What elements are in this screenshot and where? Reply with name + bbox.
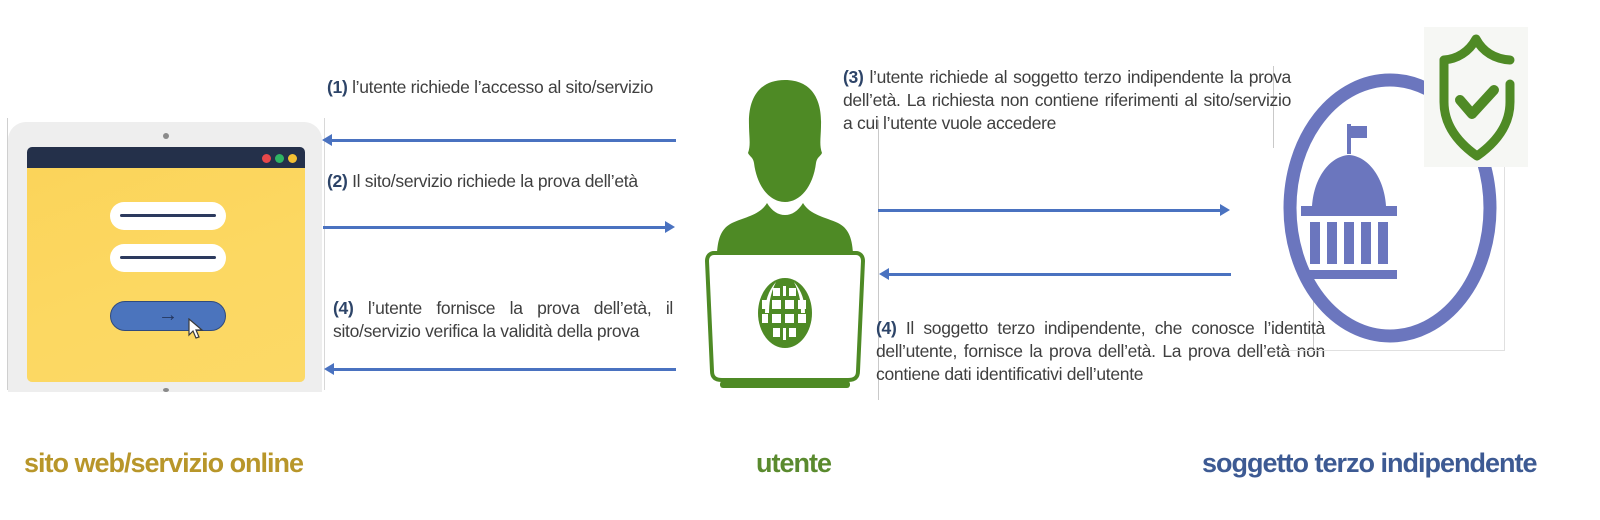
frame-line bbox=[1313, 300, 1314, 350]
frame-line bbox=[1273, 66, 1274, 148]
frame-line bbox=[324, 118, 325, 390]
step-4-website-text: (4) l’utente fornisce la prova dell’età,… bbox=[333, 297, 673, 343]
step-2-text: (2) Il sito/servizio richiede la prova d… bbox=[327, 170, 687, 193]
arrow-user-to-website bbox=[322, 134, 676, 146]
step-3-text: (3) l’utente richiede al soggetto terzo … bbox=[843, 66, 1291, 135]
step-number: (3) bbox=[843, 67, 864, 87]
browser-screen bbox=[27, 168, 305, 382]
window-dot-red-icon bbox=[262, 154, 271, 163]
website-label: sito web/servizio online bbox=[24, 448, 304, 478]
window-dot-green-icon bbox=[275, 154, 284, 163]
arrow-third-party-to-user bbox=[879, 268, 1231, 280]
browser-title-bar bbox=[27, 147, 305, 168]
step-4-third-party-text: (4) Il soggetto terzo indipendente, che … bbox=[876, 317, 1325, 386]
step-description: Il soggetto terzo indipendente, che cono… bbox=[876, 318, 1325, 384]
frame-line bbox=[7, 118, 8, 390]
government-building-icon bbox=[1283, 73, 1497, 343]
arrow-user-to-third-party bbox=[878, 204, 1230, 216]
tablet-camera-icon bbox=[163, 133, 169, 139]
frame-line bbox=[878, 120, 879, 400]
step-number: (4) bbox=[876, 318, 897, 338]
tablet-home-indicator bbox=[163, 388, 169, 392]
username-field-icon bbox=[110, 202, 226, 230]
step-1-text: (1) l’utente richiede l’accesso al sito/… bbox=[327, 76, 687, 99]
arrow-user-to-website-proof bbox=[324, 363, 676, 375]
login-arrow-button-icon: → bbox=[110, 301, 226, 331]
step-number: (4) bbox=[333, 298, 354, 318]
icon-frame bbox=[1272, 150, 1505, 351]
user-label: utente bbox=[756, 448, 832, 478]
step-number: (1) bbox=[327, 77, 348, 97]
window-dot-yellow-icon bbox=[288, 154, 297, 163]
step-description: l’utente fornisce la prova dell’età, il … bbox=[333, 298, 674, 341]
password-field-icon bbox=[110, 244, 226, 272]
step-description: Il sito/servizio richiede la prova dell’… bbox=[352, 171, 638, 191]
step-number: (2) bbox=[327, 171, 348, 191]
step-description: l’utente richiede l’accesso al sito/serv… bbox=[352, 77, 654, 97]
step-description: l’utente richiede al soggetto terzo indi… bbox=[843, 67, 1291, 133]
shield-check-icon bbox=[1439, 34, 1515, 161]
mouse-cursor-icon bbox=[188, 318, 204, 339]
globe-icon bbox=[758, 278, 812, 348]
arrow-website-to-user bbox=[323, 221, 675, 233]
third-party-label: soggetto terzo indipendente bbox=[1202, 448, 1537, 478]
